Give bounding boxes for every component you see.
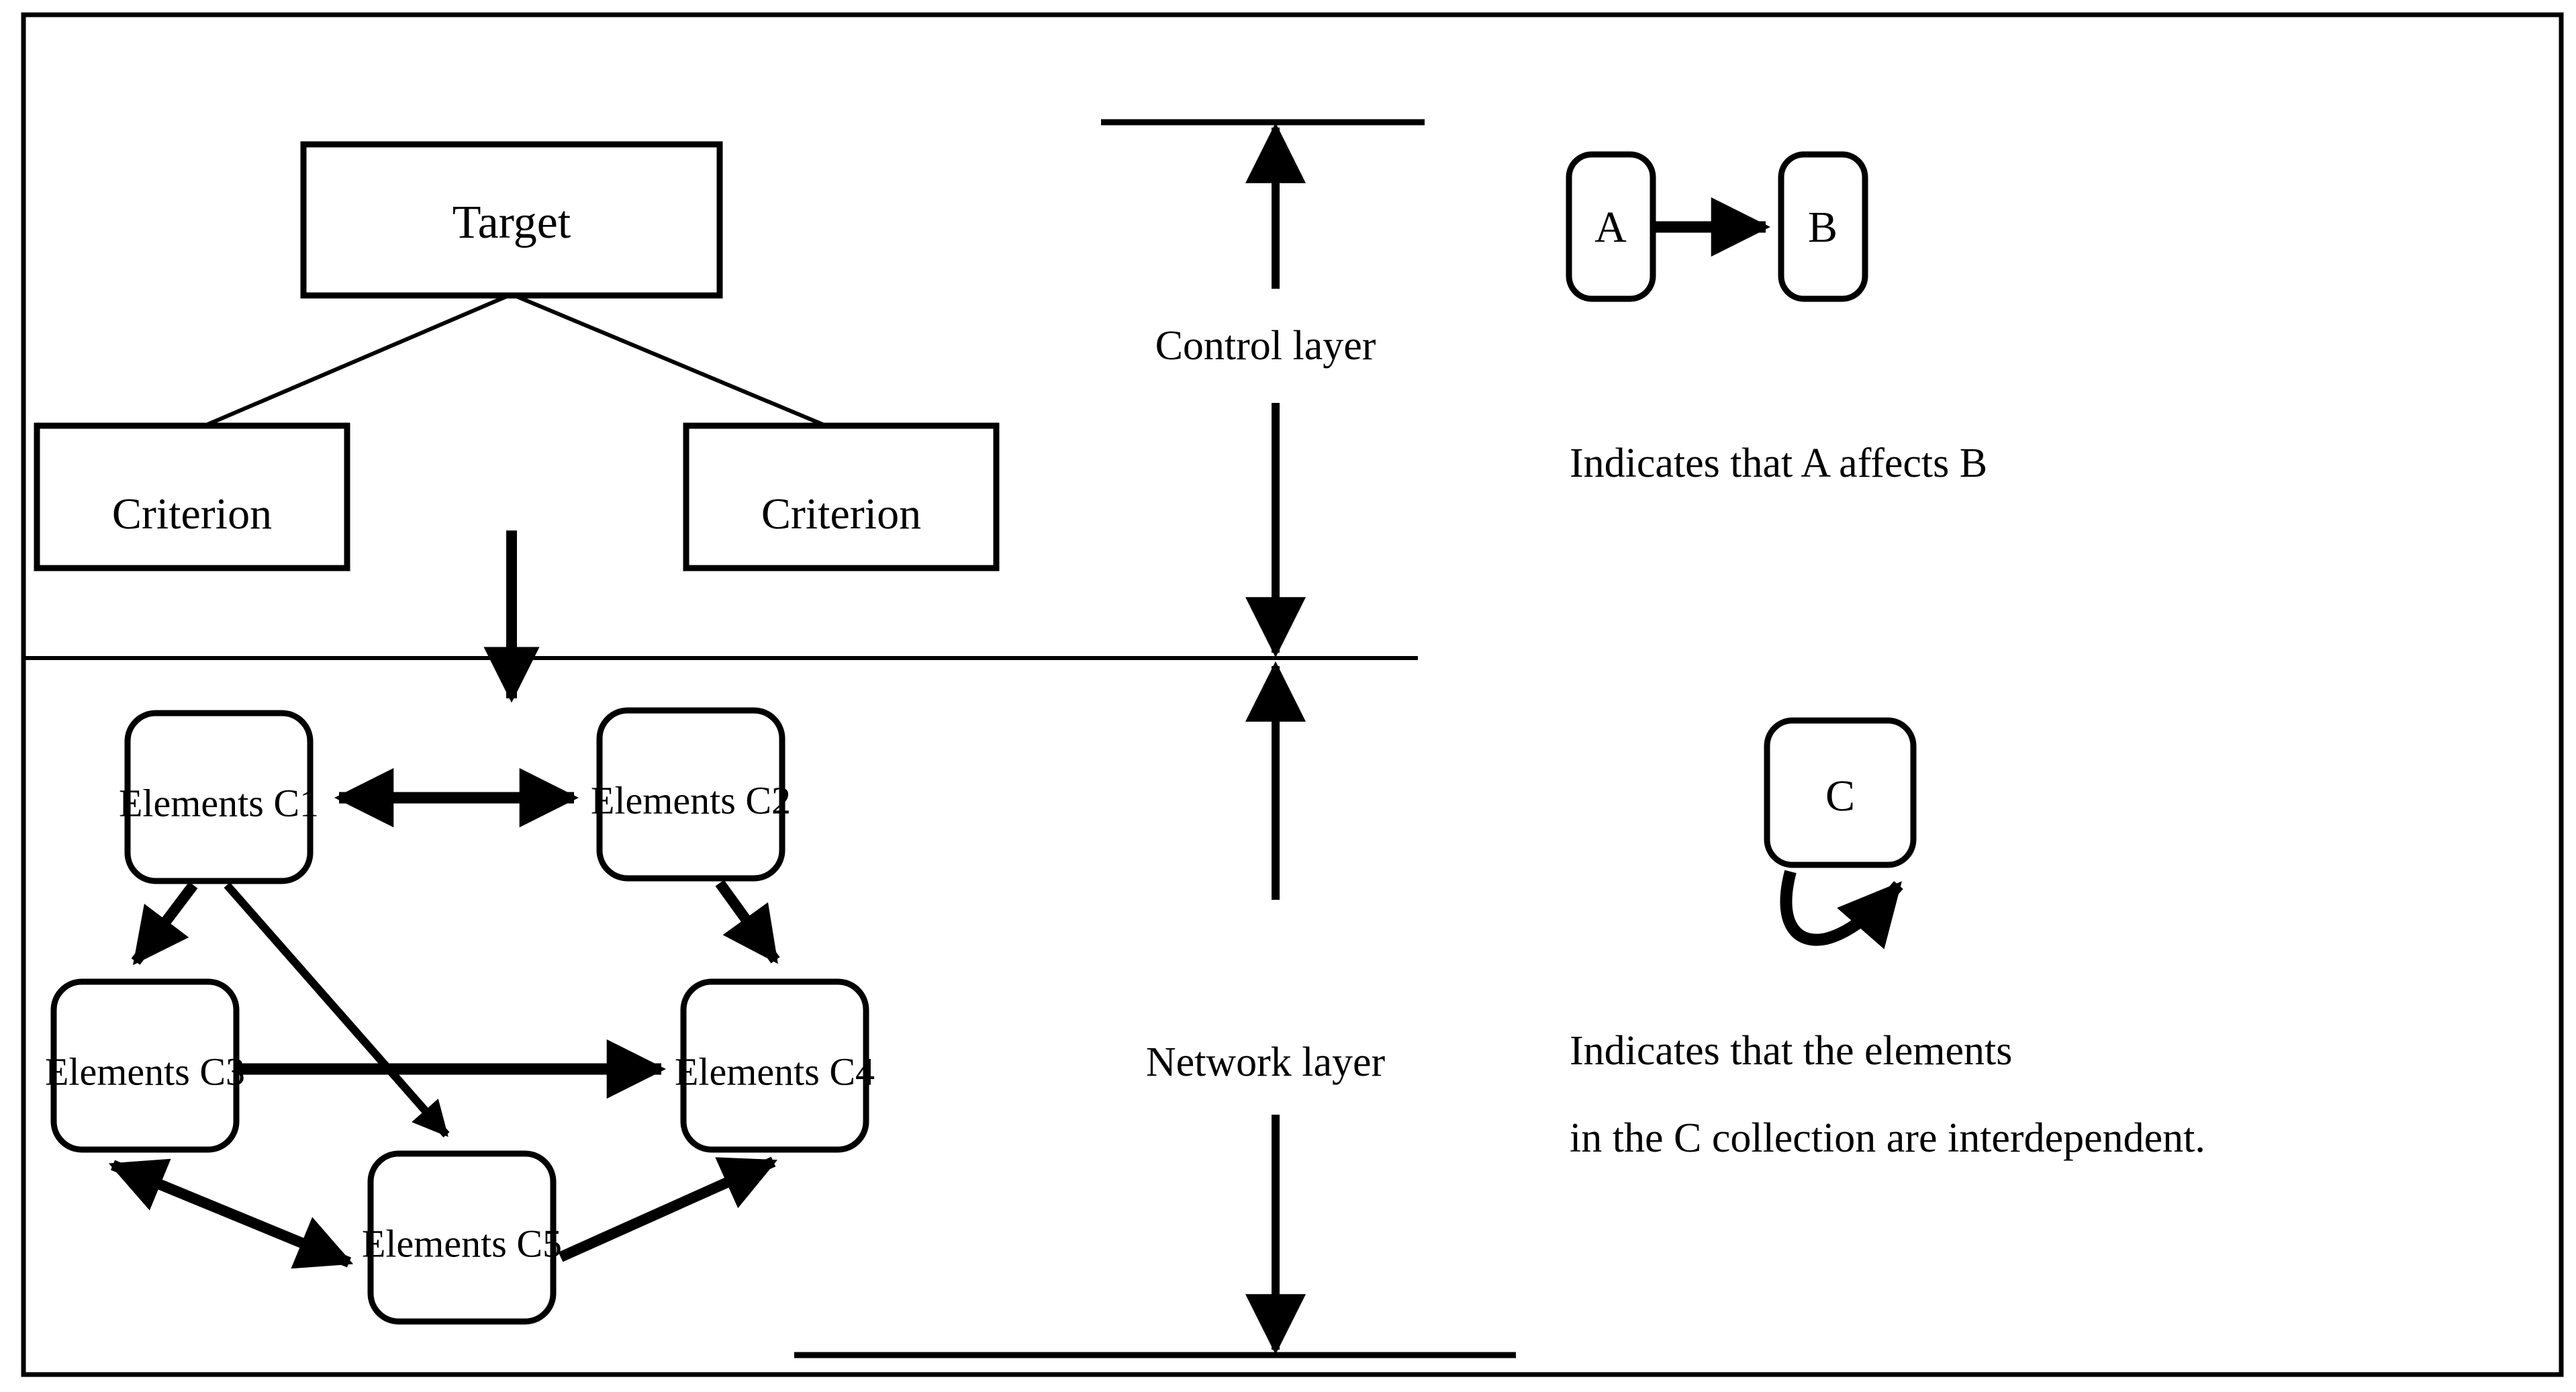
legend-node-a[interactable] — [1566, 151, 1656, 302]
legend-node-b[interactable] — [1778, 151, 1868, 302]
node-criterion-left[interactable]: Criterion — [34, 422, 350, 571]
c2-box[interactable] — [596, 707, 785, 882]
link-target-criterion-left — [200, 293, 510, 429]
c1-box[interactable] — [124, 710, 314, 884]
c5-box[interactable] — [367, 1150, 557, 1325]
legend-node-c[interactable] — [1764, 717, 1917, 868]
control-layer-label: Control layer — [1155, 323, 1376, 369]
criterion-left-box[interactable] — [34, 422, 350, 571]
legend-interdependent-caption-line1: Indicates that the elements — [1570, 1028, 2012, 1074]
node-c2[interactable]: Elements C2 — [591, 707, 791, 882]
target-box[interactable] — [300, 141, 723, 299]
node-c3[interactable]: Elements C3 — [45, 978, 245, 1153]
legend-item-affects: A B Indicates that A affects B — [1566, 151, 1987, 486]
link-target-criterion-right — [513, 293, 830, 429]
legend-node-c-label: C — [1825, 772, 1855, 821]
link-c1-c5 — [224, 882, 450, 1138]
link-c5-c4 — [558, 1156, 778, 1262]
legend-self-loop-arrow — [1780, 870, 1903, 949]
node-c1[interactable]: Elements C1 — [119, 710, 319, 884]
c4-label: Elements C4 — [675, 1050, 875, 1093]
node-target[interactable]: Target — [300, 141, 723, 299]
c5-label: Elements C5 — [362, 1221, 562, 1265]
legend-node-b-label: B — [1808, 203, 1838, 252]
link-c2-c4 — [715, 880, 780, 964]
link-c1-c3 — [131, 882, 198, 966]
node-c5[interactable]: Elements C5 — [362, 1150, 562, 1325]
legend-affects-caption: Indicates that A affects B — [1570, 440, 1987, 486]
legend-node-a-label: A — [1594, 203, 1627, 252]
legend-interdependent-caption-line2: in the C collection are interdependent. — [1570, 1115, 2205, 1161]
node-criterion-right[interactable]: Criterion — [683, 422, 1000, 571]
criterion-right-box[interactable] — [683, 422, 1000, 571]
c1-label: Elements C1 — [119, 781, 319, 825]
node-c4[interactable]: Elements C4 — [675, 978, 875, 1153]
legend-item-interdependent: C Indicates that the elements in the C c… — [1570, 717, 2205, 1161]
criterion-left-label: Criterion — [112, 490, 272, 539]
link-c3-c5 — [108, 1158, 354, 1269]
target-label: Target — [452, 197, 571, 248]
c4-box[interactable] — [680, 978, 869, 1153]
c2-label: Elements C2 — [591, 778, 791, 822]
c3-label: Elements C3 — [45, 1050, 245, 1093]
network-layer-label: Network layer — [1146, 1039, 1386, 1085]
criterion-right-label: Criterion — [761, 490, 921, 539]
